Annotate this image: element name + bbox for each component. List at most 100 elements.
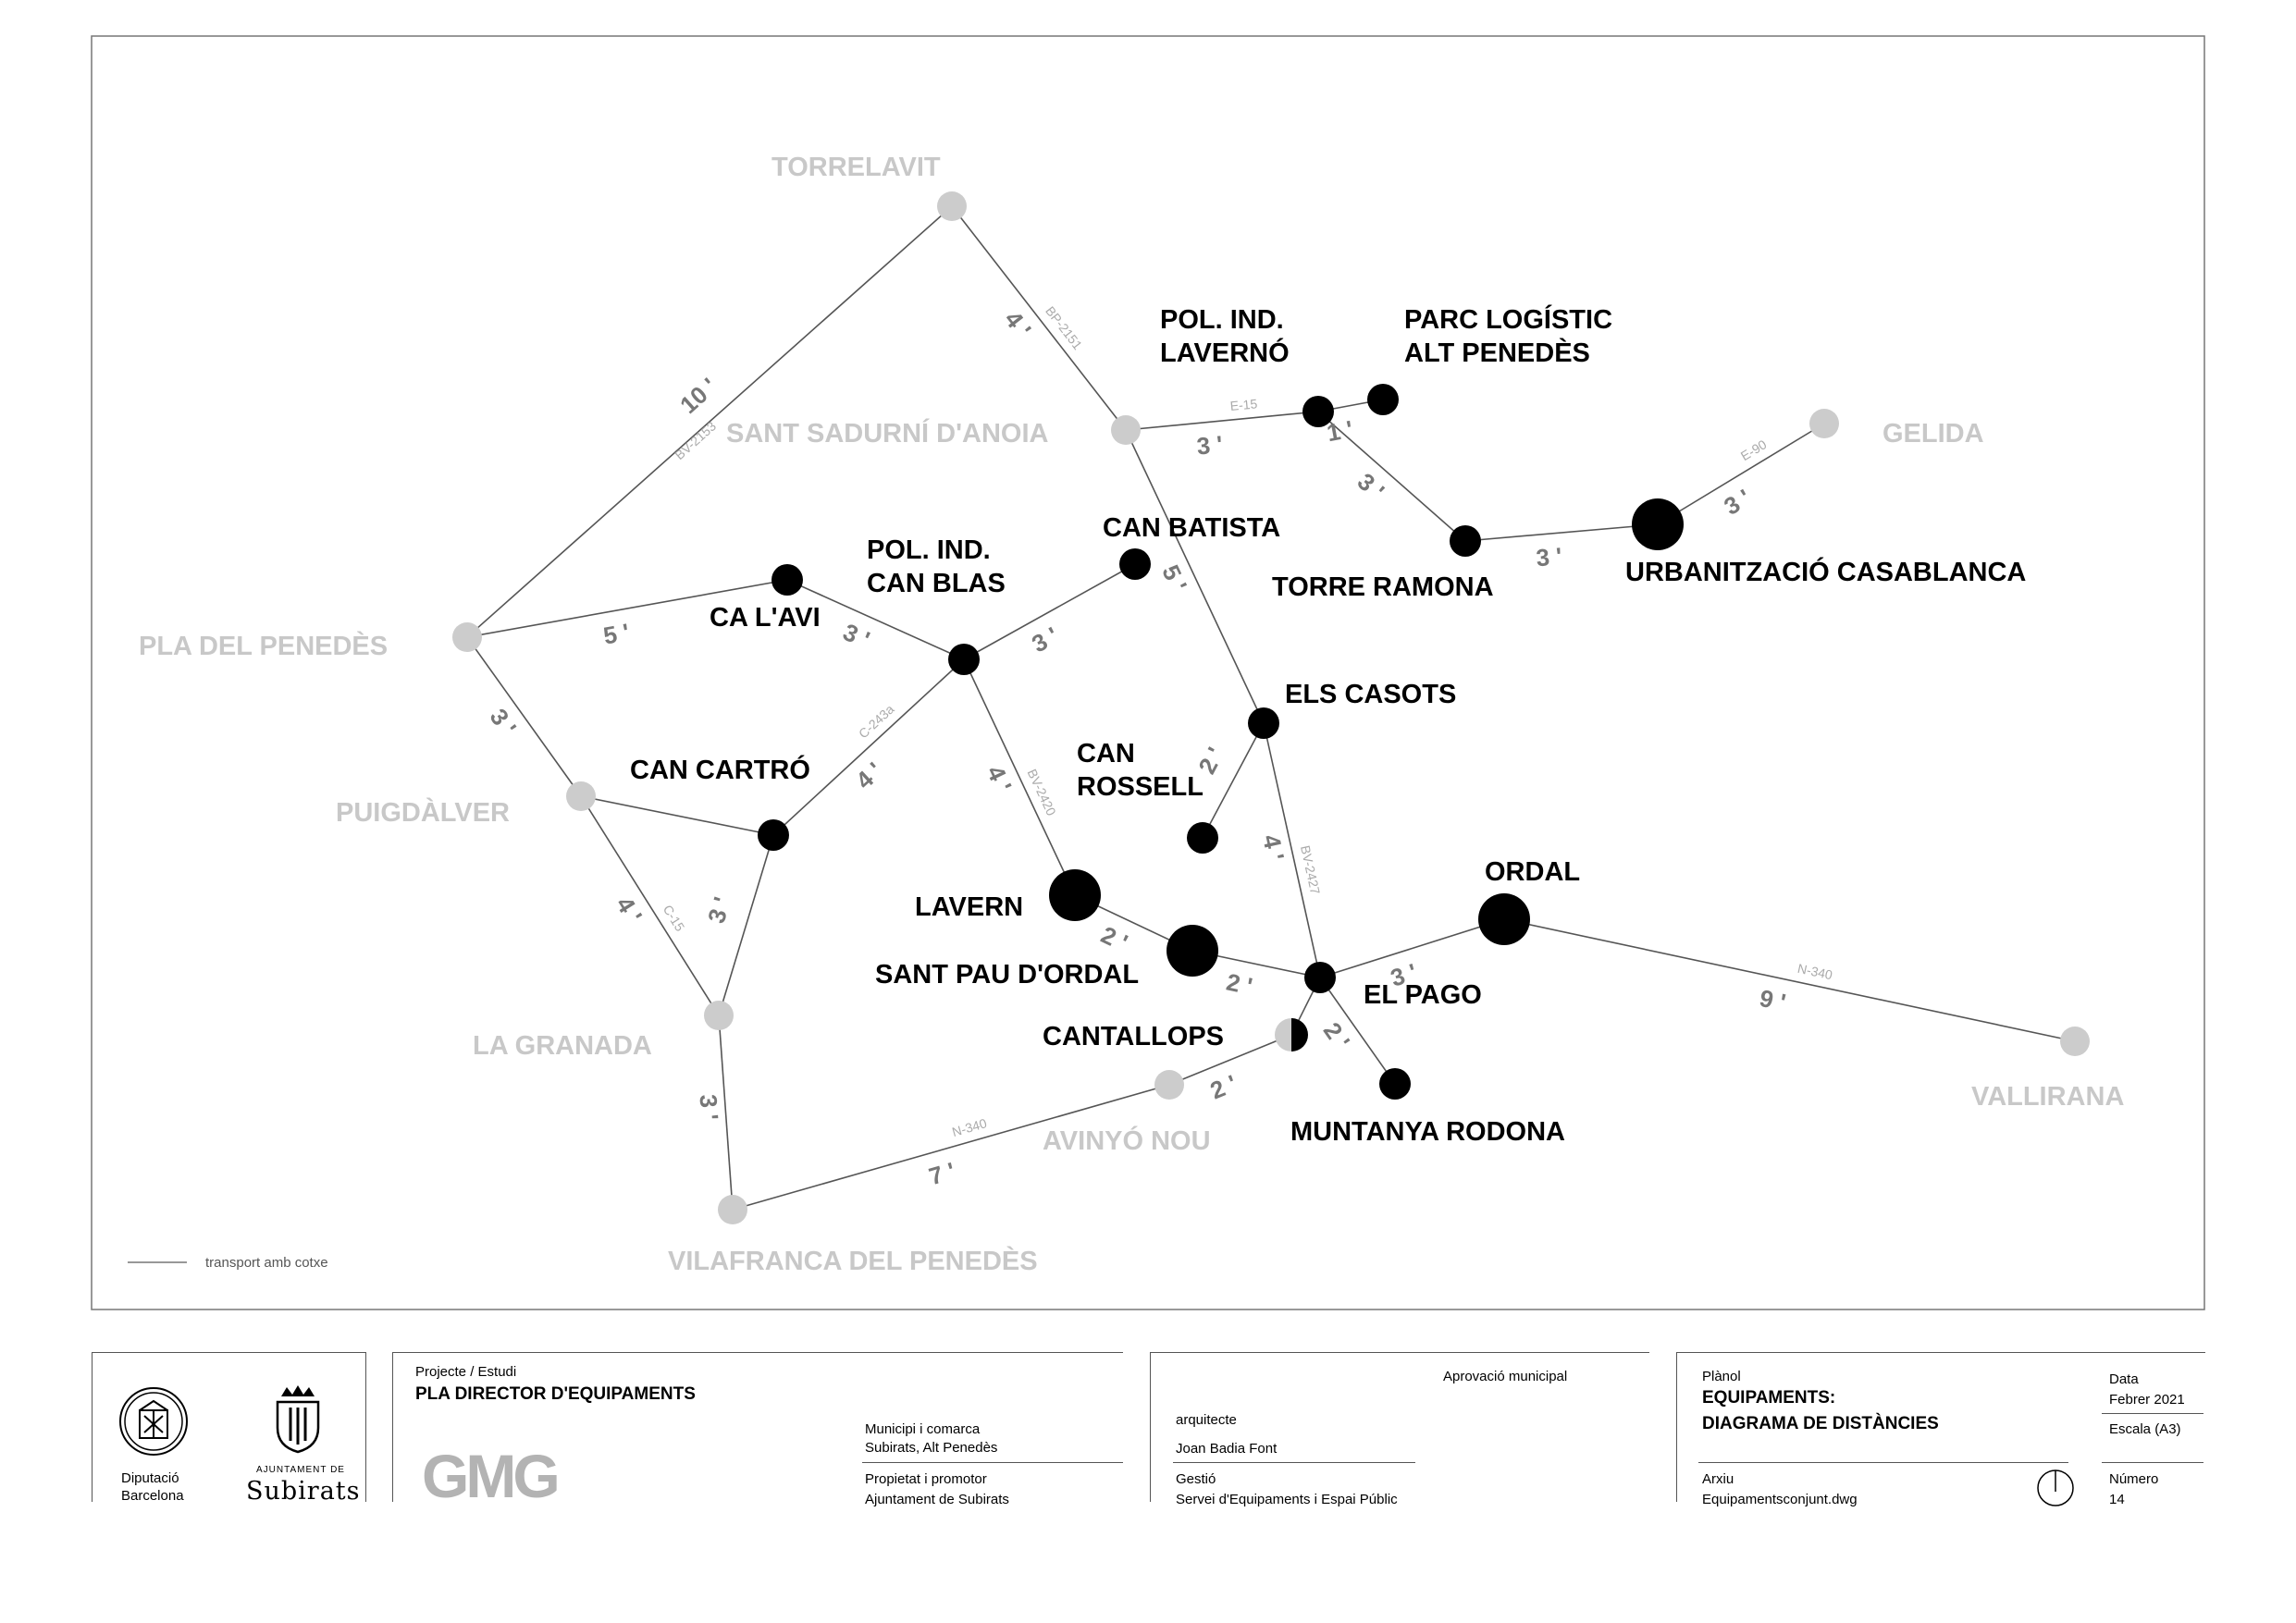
road-pla_penedes-ca_lavi	[466, 579, 788, 638]
subirats-small: AJUNTAMENT DE	[256, 1465, 345, 1475]
aprovacio-label: Aprovació municipal	[1443, 1369, 1568, 1384]
node-sant_pau	[1167, 925, 1218, 977]
node-label-line: CAN CARTRÓ	[630, 754, 810, 785]
node-label-can_cartro: CAN CARTRÓ	[630, 754, 810, 785]
road-puigdalver-la_granada	[580, 795, 720, 1016]
node-label-vilafranca: VILAFRANCA DEL PENEDÈS	[668, 1245, 1038, 1276]
node-label-line: CAN	[1077, 739, 1135, 768]
node-label-pla_penedes: PLA DEL PENEDÈS	[139, 630, 388, 661]
road-pla_penedes-puigdalver	[466, 636, 582, 797]
travel-time-label: 5 '	[601, 618, 632, 649]
node-label-line: CAN BATISTA	[1103, 513, 1280, 543]
subirats-shield-icon	[276, 1385, 320, 1454]
road-els_casots-el_pago	[1263, 722, 1321, 978]
road-el_pago-muntanya_rodona	[1319, 977, 1396, 1085]
travel-time-label: 5 '	[1156, 560, 1192, 596]
projecte-value: PLA DIRECTOR D'EQUIPAMENTS	[415, 1384, 696, 1404]
diputacio-line2: Barcelona	[121, 1488, 184, 1504]
gestio-label: Gestió	[1176, 1471, 1216, 1487]
travel-time-label: 3 '	[1719, 484, 1755, 521]
road-code-label: BV-2420	[1025, 767, 1059, 818]
node-label-ca_lavi: CA L'AVI	[710, 603, 821, 633]
node-can_blas	[948, 644, 980, 675]
node-casablanca	[1632, 498, 1684, 550]
node-els_casots	[1248, 707, 1279, 739]
travel-time-label: 4 '	[999, 305, 1037, 342]
node-label-line: PARC LOGÍSTIC	[1404, 303, 1612, 335]
legend: transport amb cotxe	[128, 1255, 328, 1271]
road-la_granada-vilafranca	[718, 1014, 734, 1211]
node-label-el_pago: EL PAGO	[1364, 980, 1482, 1010]
node-label-line: ROSSELL	[1077, 772, 1204, 802]
planol-line1: EQUIPAMENTS:	[1702, 1388, 1836, 1408]
travel-time-label: 4 '	[1257, 832, 1290, 864]
node-vallirana	[2060, 1027, 2090, 1056]
node-la_granada	[704, 1001, 734, 1030]
travel-time-label: 3 '	[1352, 467, 1390, 505]
road-code-label: N-340	[1796, 961, 1834, 983]
node-label-muntanya_rodona: MUNTANYA RODONA	[1290, 1117, 1565, 1147]
travel-time-label: 2 '	[1097, 920, 1132, 956]
tb-rule-municipi	[862, 1462, 1123, 1463]
tb-vsep-1	[92, 1352, 93, 1502]
node-label-line: VALLIRANA	[1971, 1082, 2124, 1112]
promotor-label: Propietat i promotor	[865, 1471, 987, 1487]
road-torrelavit-sant_sadurni	[951, 205, 1127, 431]
node-label-lavern: LAVERN	[915, 892, 1023, 922]
data-label: Data	[2109, 1371, 2139, 1387]
node-label-line: MUNTANYA RODONA	[1290, 1117, 1565, 1147]
data-value: Febrer 2021	[2109, 1392, 2185, 1408]
road-ca_lavi-can_blas	[786, 579, 965, 660]
node-label-line: CAN BLAS	[867, 569, 1006, 598]
node-label-puigdalver: PUIGDÀLVER	[336, 796, 510, 828]
node-label-ordal: ORDAL	[1485, 857, 1580, 887]
tb-rule-arquitecte	[1173, 1462, 1415, 1463]
node-can_rossell	[1187, 822, 1218, 854]
travel-time-label: 3 '	[1195, 430, 1224, 461]
tb-rule-escala	[2102, 1462, 2203, 1463]
node-ordal	[1478, 893, 1530, 945]
tb-vsep-4	[1150, 1352, 1151, 1502]
node-parc_logistic	[1367, 384, 1399, 415]
node-label-casablanca: URBANITZACIÓ CASABLANCA	[1625, 556, 2026, 587]
travel-time-label: 2 '	[1206, 1069, 1241, 1104]
node-label-avinyo_nou: AVINYÓ NOU	[1043, 1125, 1211, 1156]
road-pol_laverno-torre_ramona	[1317, 411, 1466, 542]
node-label-line: LA GRANADA	[473, 1031, 652, 1061]
travel-time-label: 2 '	[1224, 968, 1254, 1001]
numero-label: Número	[2109, 1471, 2159, 1487]
node-label-line: EL PAGO	[1364, 980, 1482, 1010]
north-arrow-icon	[2037, 1469, 2074, 1506]
road-puigdalver-can_cartro	[580, 795, 774, 836]
node-can_cartro	[758, 819, 789, 851]
arquitecte-value: Joan Badia Font	[1176, 1441, 1278, 1457]
node-puigdalver	[566, 781, 596, 811]
planol-label: Plànol	[1702, 1369, 1741, 1384]
node-label-line: ORDAL	[1485, 857, 1580, 887]
travel-time-label: 3 '	[1535, 542, 1562, 572]
node-torre_ramona	[1450, 525, 1481, 557]
node-label-torre_ramona: TORRE RAMONA	[1272, 572, 1494, 602]
node-label-line: ALT PENEDÈS	[1404, 337, 1590, 368]
tb-rule-1	[92, 1352, 365, 1353]
road-code-label: E-15	[1229, 396, 1258, 413]
node-label-line: TORRELAVIT	[772, 153, 941, 182]
diputacio-line1: Diputació	[121, 1470, 179, 1486]
promotor-value: Ajuntament de Subirats	[865, 1492, 1009, 1507]
road-el_pago-ordal	[1319, 918, 1505, 978]
arxiu-value: Equipamentsconjunt.dwg	[1702, 1492, 1858, 1507]
road-sant_sadurni-els_casots	[1125, 429, 1265, 724]
travel-time-label: 2 '	[1318, 1017, 1356, 1054]
node-gelida	[1809, 409, 1839, 438]
travel-time-label: 9 '	[1758, 984, 1789, 1016]
node-label-line: POL. IND.	[1160, 305, 1284, 335]
arxiu-label: Arxiu	[1702, 1471, 1734, 1487]
travel-time-label: 3 '	[702, 893, 736, 926]
node-label-line: LAVERNÓ	[1160, 337, 1290, 368]
node-label-line: SANT SADURNÍ D'ANOIA	[726, 417, 1049, 449]
travel-time-label: 3 '	[1027, 621, 1063, 658]
node-label-line: VILAFRANCA DEL PENEDÈS	[668, 1245, 1038, 1276]
road-sant_sadurni-pol_laverno	[1125, 411, 1319, 431]
node-label-can_rossell: CAN ROSSELL	[1077, 739, 1204, 802]
travel-time-label: 4 '	[981, 761, 1018, 796]
